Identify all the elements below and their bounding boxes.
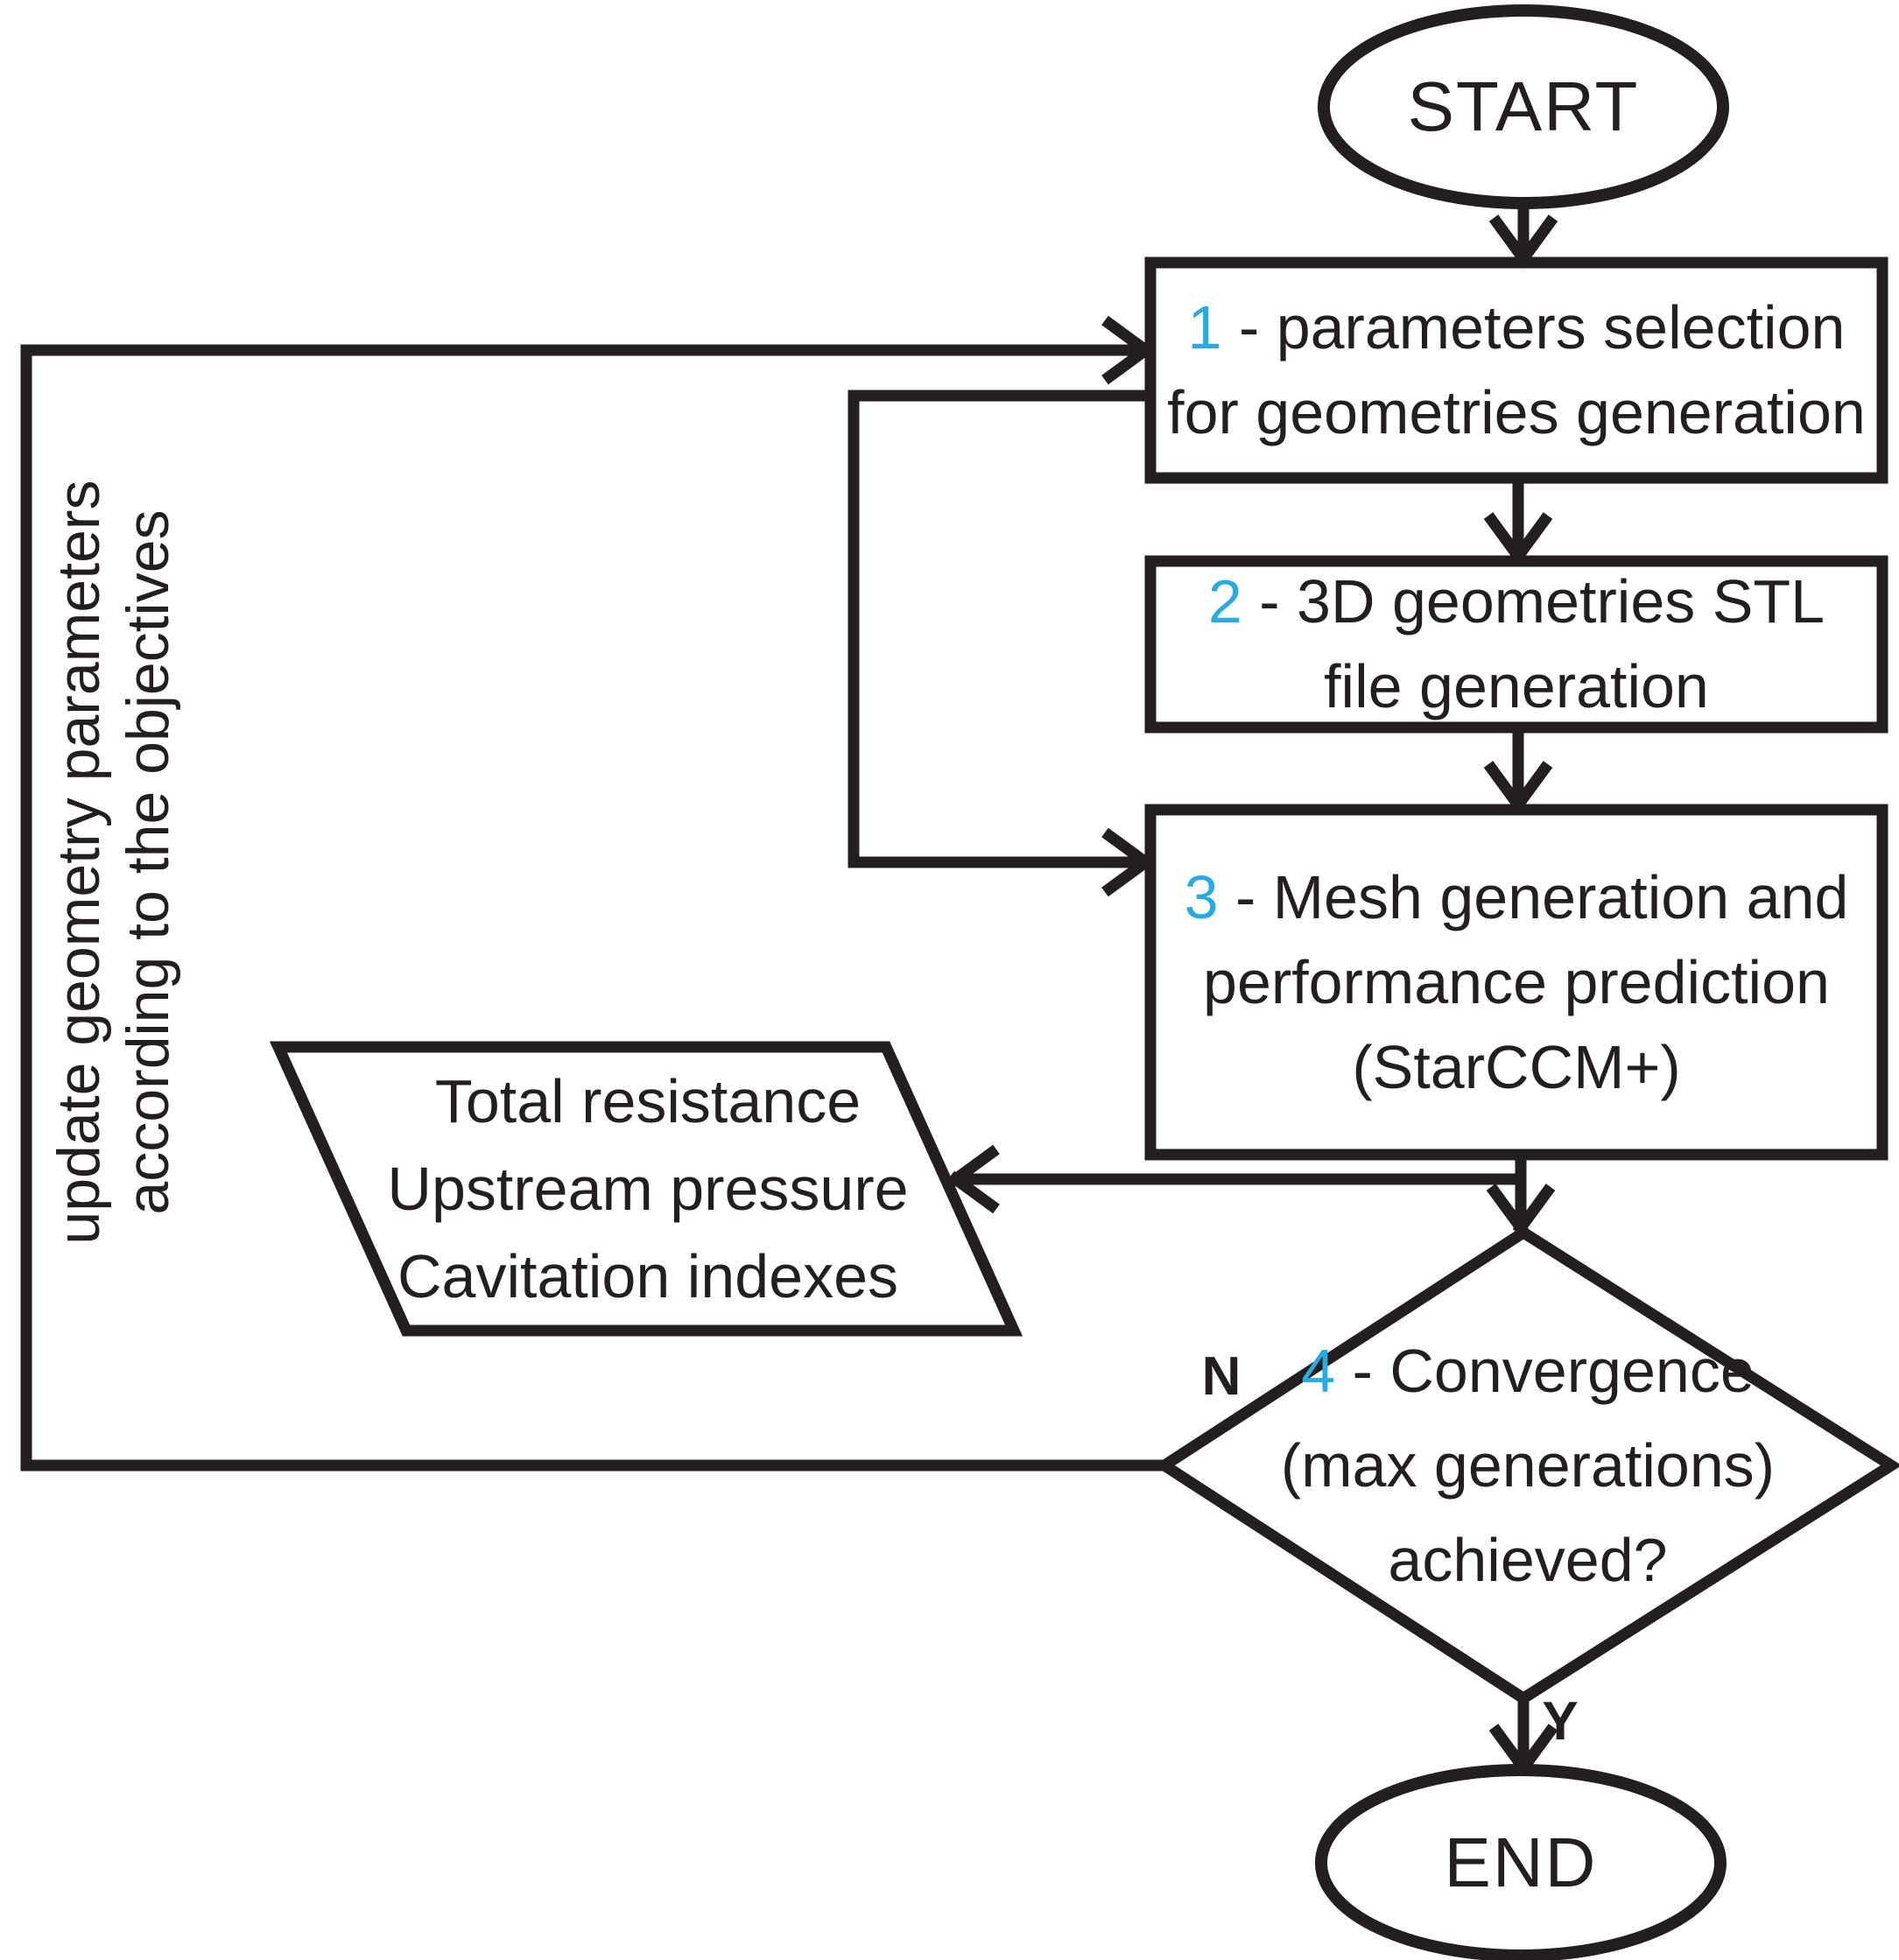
feedback-note-line1: update geometry parameters (46, 480, 112, 1245)
step1-line1: 1 - parameters selection (1188, 285, 1846, 370)
results-line2: Upstream pressure (387, 1155, 909, 1223)
arrowhead-left-into-results-icon (947, 1144, 1000, 1214)
step1-line2: for geometries generation (1167, 378, 1866, 446)
results-label: Total resistance Upstream pressure Cavit… (341, 1047, 954, 1331)
step2-number: 2 (1207, 567, 1242, 636)
arrowhead-right-into-step3-icon (1101, 827, 1154, 897)
arrowhead-down-into-step3-icon (1483, 761, 1553, 813)
results-line1: Total resistance (434, 1067, 862, 1135)
connector-step1-direct-to-step3 (848, 390, 1150, 868)
step3-line2: performance prediction (1203, 947, 1830, 1016)
feedback-note-line2: according to the objectives (115, 509, 181, 1215)
step1-label: 1 - parameters selection for geometries … (1150, 263, 1882, 478)
step3-line1: 3 - Mesh generation and (1185, 855, 1849, 940)
decision-line3: achieved? (1388, 1526, 1668, 1594)
step3-line1-text: - Mesh generation and (1234, 862, 1849, 931)
start-terminator-label: START (1324, 11, 1723, 203)
arrowhead-down-into-step2-icon (1483, 512, 1553, 565)
end-terminator-label: END (1321, 1770, 1720, 1956)
step2-label: 2 - 3D geometries STL file generation (1150, 561, 1882, 727)
step2-line1: 2 - 3D geometries STL (1208, 559, 1825, 644)
step3-number: 3 (1184, 862, 1219, 931)
end-text: END (1444, 1823, 1598, 1901)
decision-line2: (max generations) (1280, 1431, 1776, 1500)
decision-label: 4 - Convergence (max generations) achiev… (1164, 1233, 1891, 1698)
results-line3: Cavitation indexes (397, 1242, 898, 1310)
step2-line1-text: - 3D geometries STL (1259, 567, 1825, 636)
decision-number: 4 (1301, 1337, 1336, 1405)
step3-label: 3 - Mesh generation and performance pred… (1150, 810, 1882, 1155)
arrowhead-down-into-decision-icon (1486, 1184, 1556, 1236)
decision-no-label: N (1201, 1346, 1241, 1407)
decision-yes-label: Y (1542, 1691, 1579, 1752)
arrowhead-down-into-end-icon (1488, 1724, 1558, 1776)
step2-line2: file generation (1324, 652, 1709, 720)
arrowhead-down-into-step1-icon (1488, 214, 1558, 267)
feedback-note: update geometry parameters according to … (44, 337, 184, 1387)
connector-decision-no-feedback-loop (20, 344, 1164, 1472)
arrowhead-right-into-step1-icon (1101, 315, 1154, 385)
decision-line1: 4 - Convergence (1301, 1324, 1755, 1418)
start-text: START (1407, 67, 1640, 145)
step1-line1-text: - parameters selection (1238, 293, 1846, 362)
step3-line3: (StarCCM+) (1352, 1032, 1681, 1101)
step1-number: 1 (1187, 293, 1222, 362)
data-parallelogram-results (269, 1041, 1023, 1337)
decision-line1-text: - Convergence (1352, 1337, 1755, 1405)
